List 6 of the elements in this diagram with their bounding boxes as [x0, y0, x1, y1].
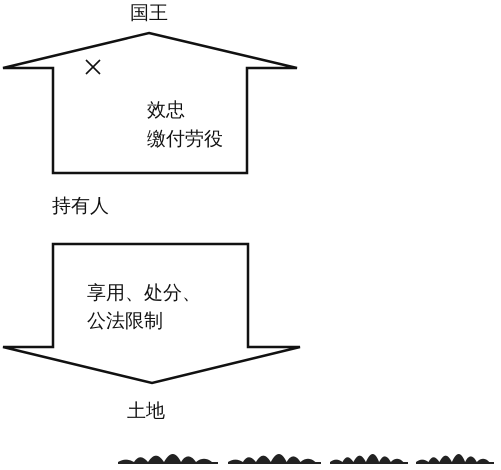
node-label: 持有人: [52, 193, 142, 219]
arrow-text: 缴付劳役: [147, 127, 224, 152]
arrow-text: 效忠: [147, 98, 186, 123]
node-label: 国王: [118, 0, 180, 26]
node-label: 土地: [112, 398, 180, 424]
arrow-text: 享用、处分、公法限制: [87, 281, 202, 334]
